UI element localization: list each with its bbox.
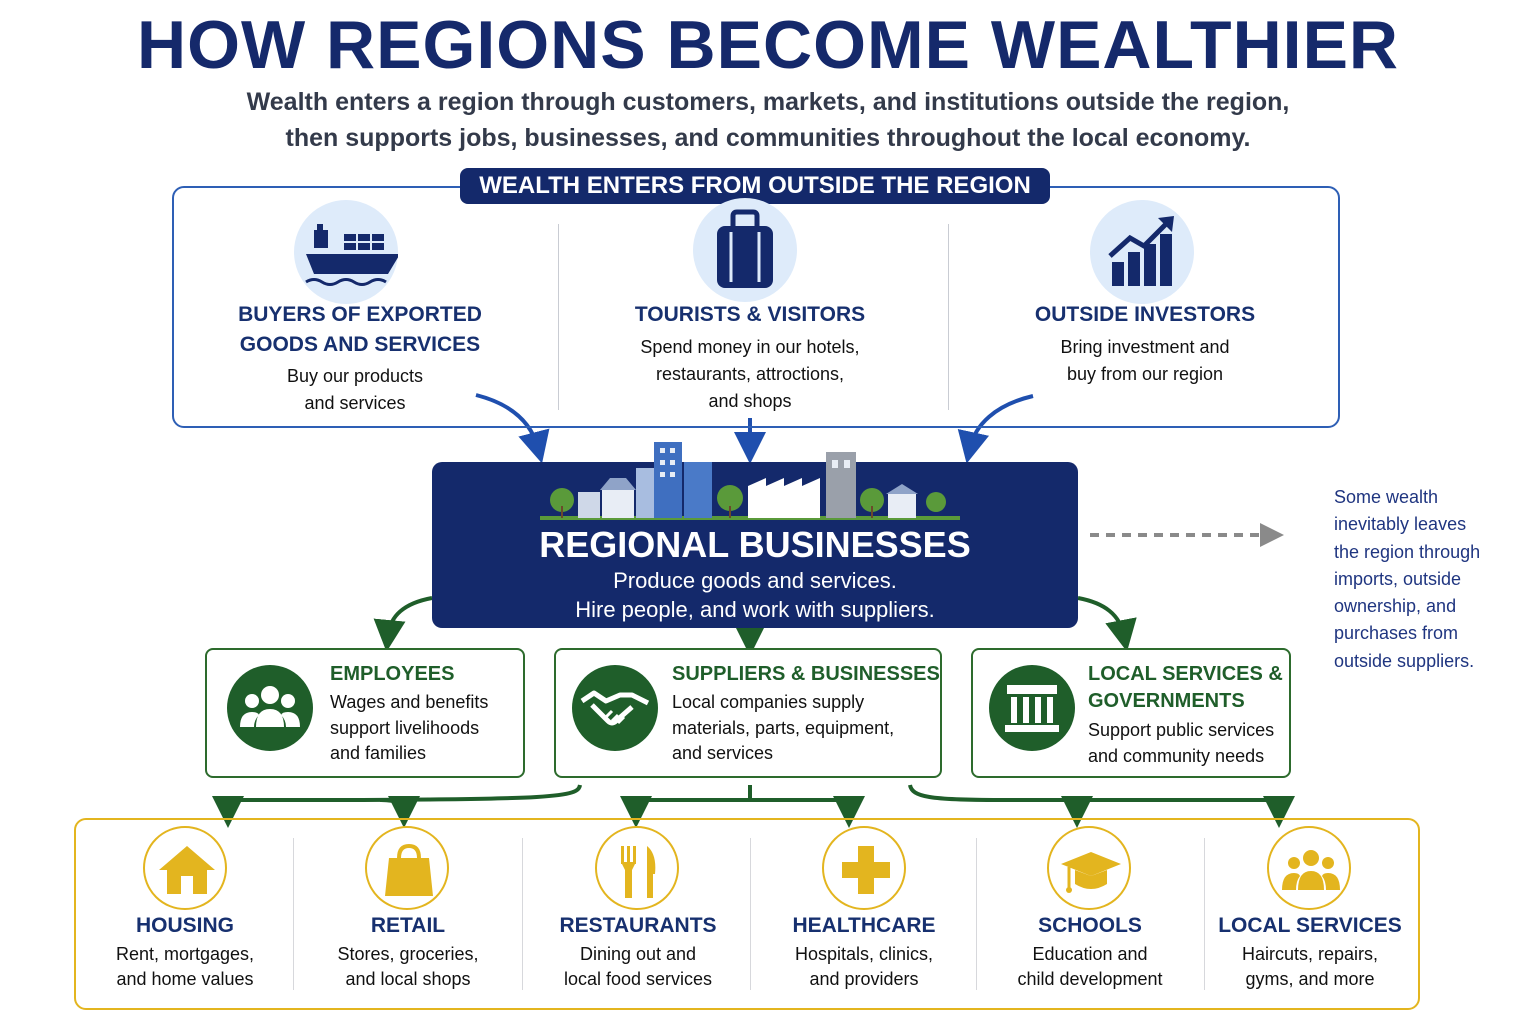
divider — [1204, 838, 1205, 990]
divider — [750, 838, 751, 990]
healthcare-desc: Hospitals, clinics, and providers — [794, 944, 934, 989]
graduation-cap-icon — [1047, 826, 1131, 910]
employees-desc: Wages and benefits support livelihoods a… — [330, 692, 489, 763]
growth-chart-icon — [1090, 200, 1194, 304]
regional-businesses-desc-1: Produce goods and services. — [613, 568, 897, 593]
local-economy-panel — [74, 818, 1420, 1010]
regional-businesses-title: REGIONAL BUSINESSES — [539, 524, 971, 565]
fork-knife-icon — [595, 826, 679, 910]
suppliers-title: SUPPLIERS & BUSINESSES — [672, 663, 940, 685]
divider — [522, 838, 523, 990]
suppliers-desc: Local companies supply materials, parts,… — [672, 692, 895, 763]
handshake-icon — [572, 665, 658, 751]
local-governments-desc: Support public services and community ne… — [1088, 720, 1275, 766]
divider — [293, 838, 294, 990]
schools-desc: Education and child development — [1017, 944, 1163, 989]
shopping-bag-icon — [365, 826, 449, 910]
people-group-icon — [227, 665, 313, 751]
divider — [558, 224, 559, 410]
wealth-leakage-note: Some wealth inevitably leaves the region… — [1334, 487, 1481, 671]
source-desc-investors: Bring investment and buy from our region — [1060, 337, 1230, 384]
healthcare-title: HEALTHCARE — [792, 914, 936, 937]
source-title-investors: OUTSIDE INVESTORS — [1034, 303, 1256, 326]
divider — [948, 224, 949, 410]
outside-wealth-banner: WEALTH ENTERS FROM OUTSIDE THE REGION — [460, 168, 1050, 204]
retail-title: RETAIL — [370, 914, 446, 937]
source-title-tourists: TOURISTS & VISITORS — [634, 303, 866, 326]
subtitle-line-2: then supports jobs, businesses, and comm… — [285, 124, 1251, 152]
regional-businesses-desc-2: Hire people, and work with suppliers. — [575, 597, 935, 622]
employees-title: EMPLOYEES — [330, 663, 455, 685]
source-title-exports: BUYERS OF EXPORTED GOODS AND SERVICES — [238, 303, 482, 356]
government-building-icon — [989, 665, 1075, 751]
house-icon — [143, 826, 227, 910]
divider — [976, 838, 977, 990]
page-title: HOW REGIONS BECOME WEALTHIER — [136, 7, 1400, 83]
cargo-ship-icon — [294, 200, 398, 304]
source-desc-tourists: Spend money in our hotels, restaurants, … — [640, 337, 860, 411]
medical-cross-icon — [822, 826, 906, 910]
people-group-icon — [1267, 826, 1351, 910]
housing-desc: Rent, mortgages, and home values — [115, 944, 255, 989]
restaurants-title: RESTAURANTS — [559, 914, 717, 937]
local-services-title: LOCAL SERVICES — [1218, 914, 1402, 937]
local-governments-title: LOCAL SERVICES & GOVERNMENTS — [1088, 663, 1283, 712]
schools-title: SCHOOLS — [1038, 914, 1142, 937]
housing-title: HOUSING — [135, 914, 234, 937]
retail-desc: Stores, groceries, and local shops — [337, 944, 479, 989]
city-skyline-icon — [540, 442, 960, 520]
local-services-desc: Haircuts, repairs, gyms, and more — [1241, 944, 1379, 989]
suitcase-icon — [693, 198, 797, 302]
subtitle-line-1: Wealth enters a region through customers… — [246, 88, 1290, 116]
restaurants-desc: Dining out and local food services — [563, 944, 713, 989]
source-desc-exports: Buy our products and services — [286, 366, 424, 413]
